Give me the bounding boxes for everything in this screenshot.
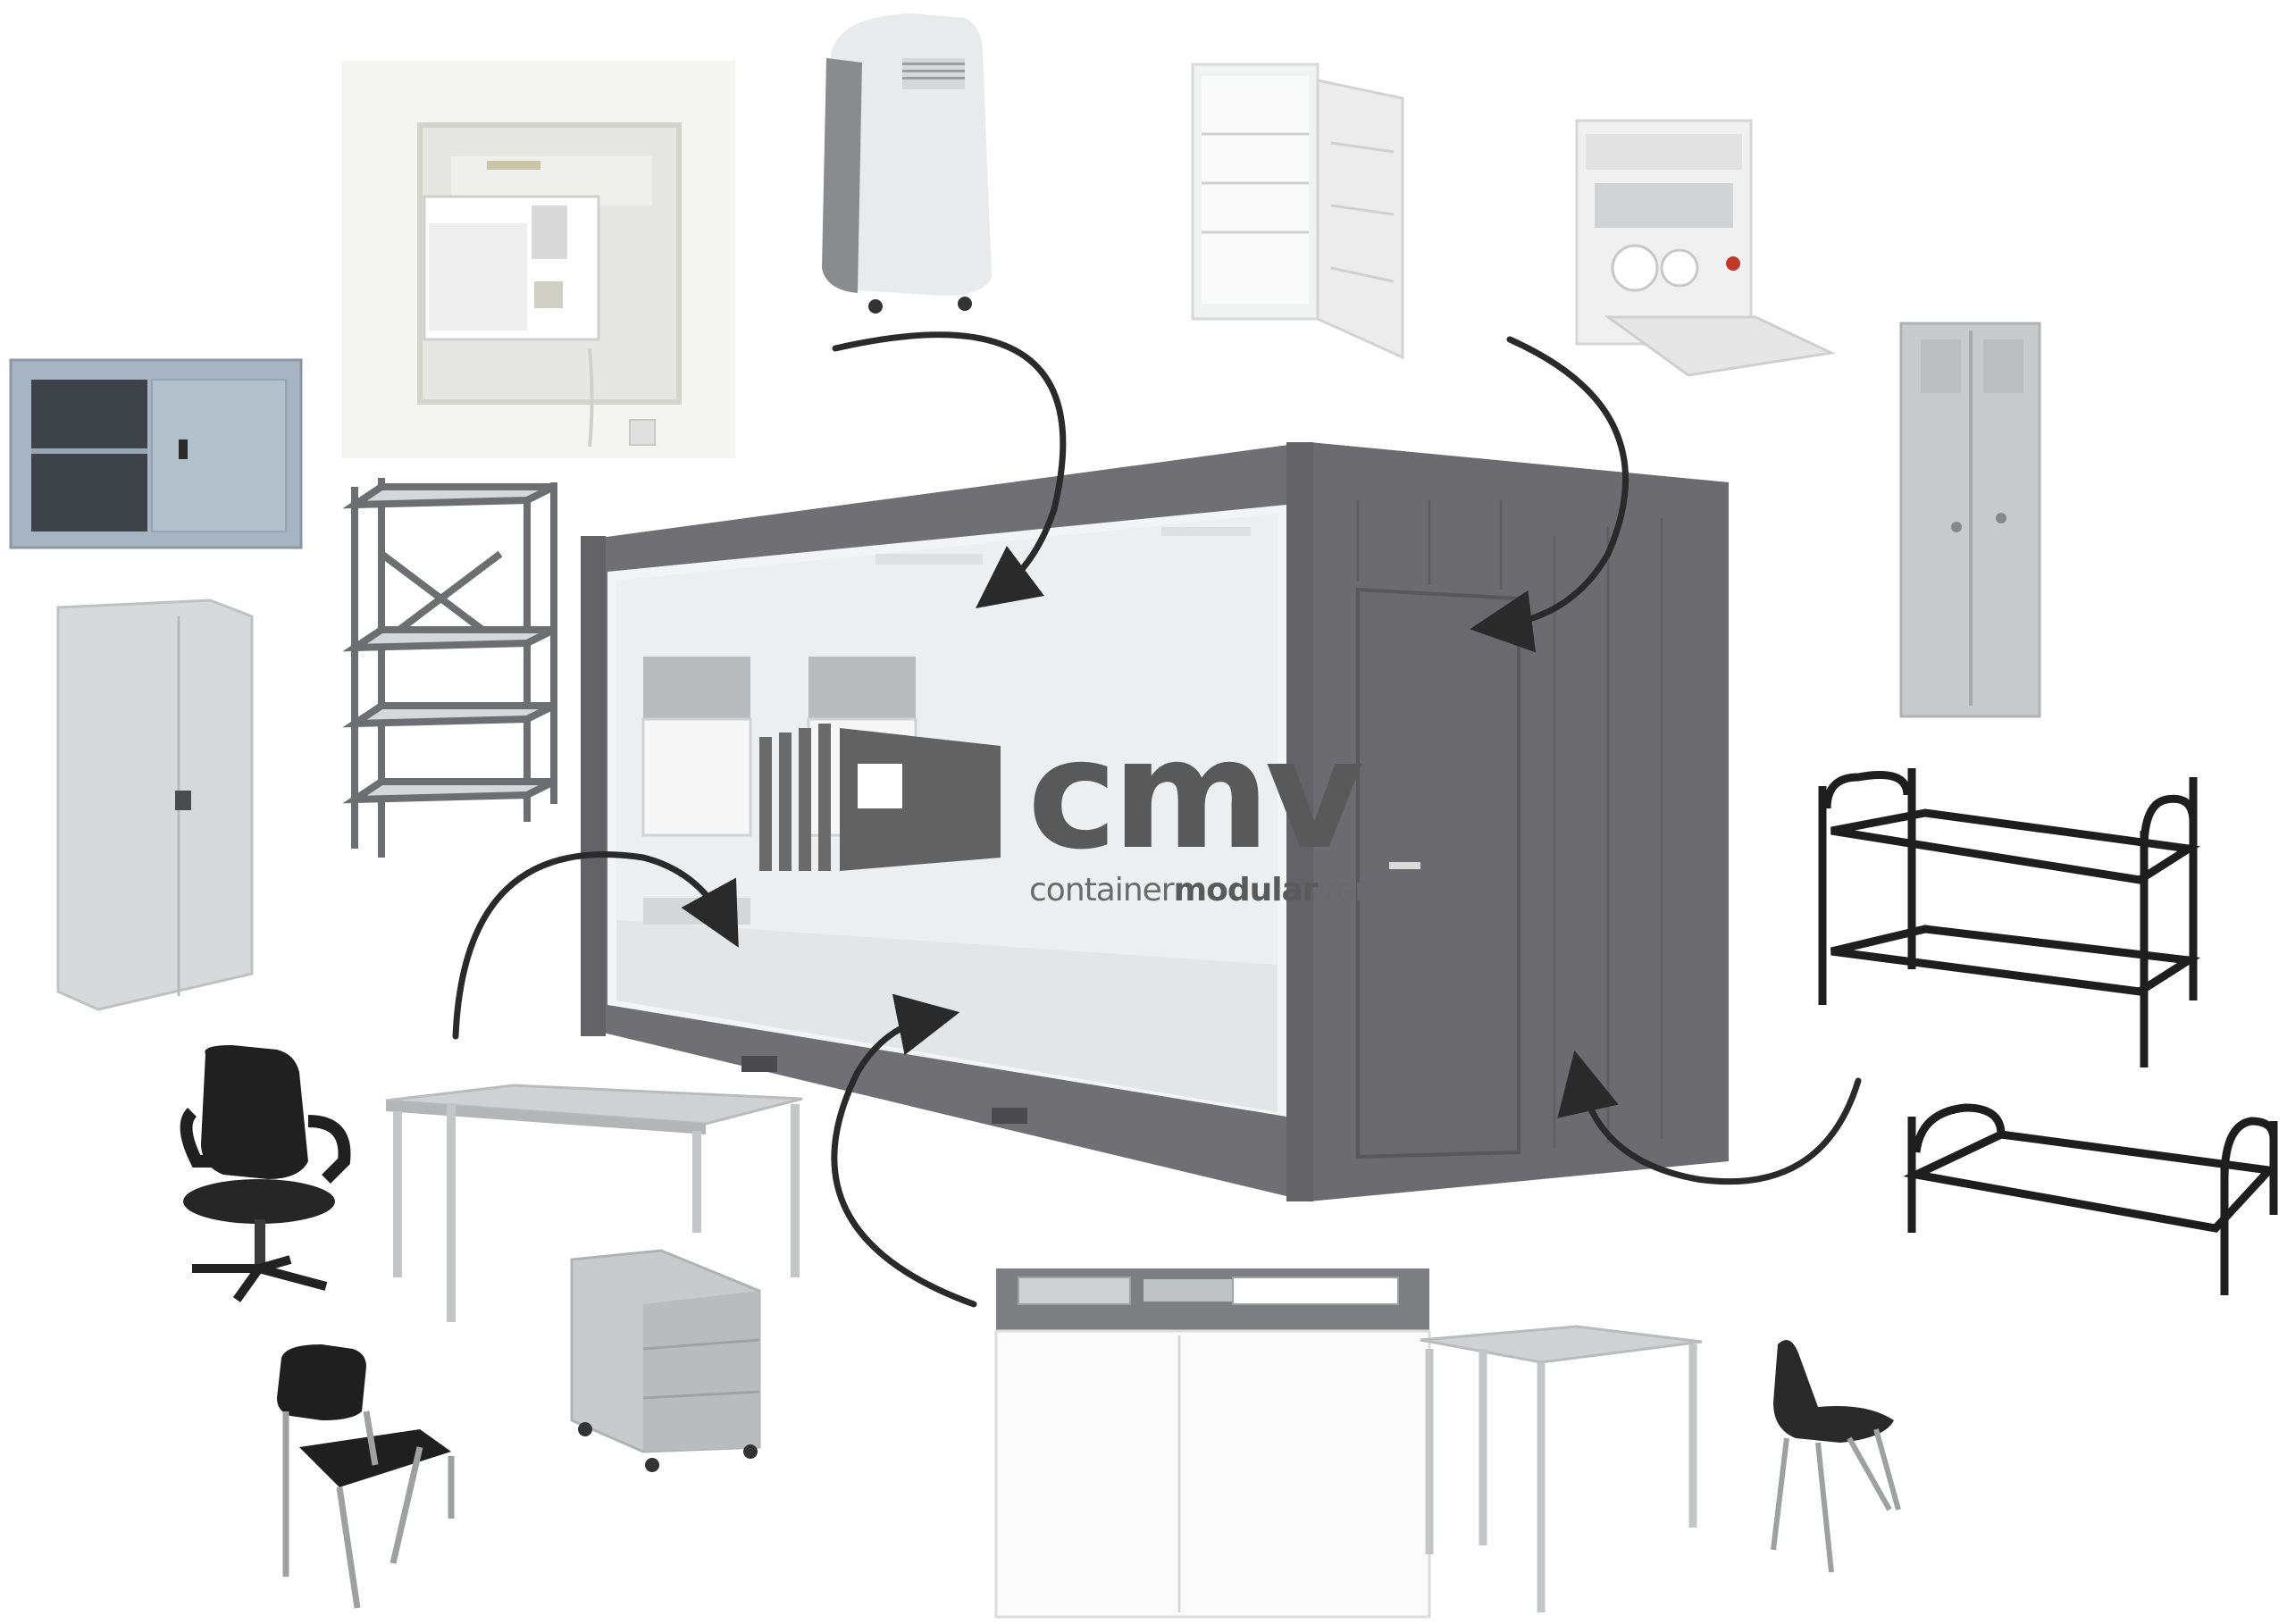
office-chair-icon [180,1045,351,1302]
arrow-portable-ac [832,331,1067,609]
kitchenette-icon [994,1268,1431,1619]
cmv-logo-mark [759,724,1001,871]
fridge-icon [1191,63,1404,360]
visitor-chair-icon [277,1344,455,1609]
arrow-kitchenette [831,993,977,1308]
portable-air-conditioner-icon [822,13,992,314]
locker-icon [1899,322,2041,718]
logo-tagline: containermodularvertrieb [1029,868,1449,913]
window-air-conditioner-icon [342,61,735,458]
filing-cabinet-icon [56,599,254,1011]
office-desk-icon [385,1084,803,1322]
bunk-bed-icon [1818,768,2201,1067]
logo-tagline-part2: modular [1173,872,1319,908]
logo-wordmark: cmv [1027,707,1364,883]
shell-chair-icon [1771,1340,1901,1573]
dishwasher-icon [1575,119,1837,377]
arrow-bed [1557,1050,1862,1185]
small-table-icon [1420,1325,1703,1612]
logo-tagline-part1: container [1029,872,1175,908]
shelving-rack-icon [342,478,557,858]
arrow-radiator [452,851,739,1040]
single-bed-icon [1903,1103,2278,1295]
arrow-dishwasher [1470,336,1629,653]
logo-tagline-part3: vertrieb [1317,872,1438,908]
arrows [452,331,1862,1308]
sliding-door-cabinet-icon [9,358,303,549]
drawer-pedestal-icon [570,1249,761,1472]
